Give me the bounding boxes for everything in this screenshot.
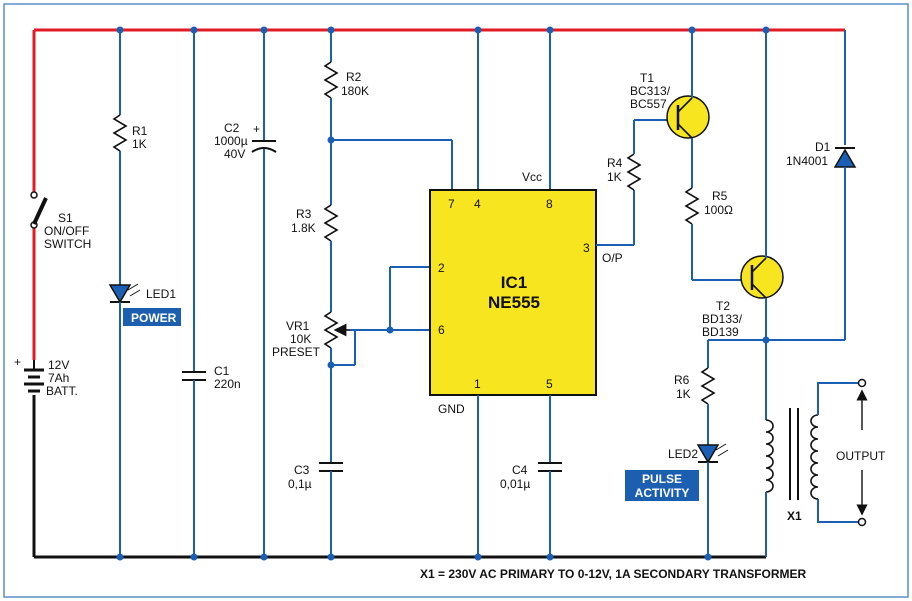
t2-part-2: BD139	[702, 325, 739, 339]
ic-ne555: IC1 NE555 7 4 8 2 6 3 1 5 Vcc O/P GND C4…	[429, 30, 623, 557]
r6-name: R6	[674, 373, 690, 387]
timing-chain: R2 180K R3 1.8K VR1 10K PRESET C3 0,1µ	[272, 30, 453, 557]
pin-5: 5	[546, 377, 553, 391]
c3-name: C3	[294, 463, 310, 477]
t2-part: BD133/	[702, 312, 743, 326]
x1-label: X1	[787, 509, 802, 523]
r5-value: 100Ω	[704, 203, 733, 217]
gnd-label: GND	[438, 402, 465, 416]
led2-label: LED2	[668, 447, 698, 461]
t1-part: BC313/	[630, 84, 671, 98]
vr1-type: PRESET	[272, 345, 321, 359]
c3-value: 0,1µ	[288, 477, 312, 491]
r6-led2-branch: R6 1K LED2 PULSE ACTIVITY	[625, 340, 729, 557]
c2-value: 1000µ	[214, 134, 248, 148]
c1-name: C1	[214, 364, 230, 378]
junction-dots	[116, 26, 770, 561]
c4-name: C4	[512, 463, 528, 477]
vr1-value: 10K	[290, 332, 311, 346]
power-tag	[123, 308, 181, 326]
c2-plus: +	[253, 122, 260, 136]
output-label: OUTPUT	[836, 449, 886, 463]
c1-value: 220n	[214, 377, 241, 391]
pin-1: 1	[474, 377, 481, 391]
pulse-tag-line1: PULSE	[642, 472, 682, 486]
ic-part: NE555	[488, 293, 540, 312]
op-label: O/P	[602, 251, 623, 265]
c2-name: C2	[224, 121, 240, 135]
t1-part-2: BC557	[630, 97, 667, 111]
r5-name: R5	[712, 189, 728, 203]
t1-name: T1	[640, 71, 654, 85]
r6-value: 1K	[676, 387, 691, 401]
r4-value: 1K	[607, 170, 622, 184]
t2-name: T2	[716, 299, 730, 313]
r2-name: R2	[346, 70, 362, 84]
transformer-x1: OUTPUT X1	[765, 378, 886, 557]
capacitor-c2: + C2 1000µ 40V	[214, 30, 277, 557]
r1-led1-branch: R1 1K LED1 POWER	[108, 30, 181, 557]
positive-rail	[32, 28, 845, 360]
capacitor-c1: C1 220n	[182, 30, 241, 557]
vr1-name: VR1	[286, 319, 310, 333]
switch-s1: S1 ON/OFF SWITCH	[30, 191, 91, 251]
battery: + 12V 7Ah BATT.	[14, 355, 78, 398]
s1-label-2: ON/OFF	[44, 224, 89, 238]
r1-name: R1	[132, 124, 148, 138]
ground-rail	[32, 395, 766, 559]
c4-value: 0,01µ	[500, 477, 530, 491]
frame-border	[3, 3, 909, 598]
footnote: X1 = 230V AC PRIMARY TO 0-12V, 1A SECOND…	[420, 567, 807, 581]
pin-2: 2	[438, 261, 445, 275]
pin-3: 3	[583, 241, 590, 255]
pulse-tag-line2: ACTIVITY	[635, 486, 690, 500]
pulse-activity-tag	[625, 470, 699, 501]
ic-name: IC1	[501, 273, 527, 292]
c2-voltage: 40V	[224, 147, 245, 161]
r3-value: 1.8K	[291, 221, 316, 235]
s1-label-3: SWITCH	[44, 237, 91, 251]
r1-value: 1K	[132, 137, 147, 151]
r2-value: 180K	[341, 84, 369, 98]
r3-name: R3	[296, 207, 312, 221]
pin-6: 6	[438, 323, 445, 337]
power-tag-text: POWER	[131, 311, 177, 325]
batt-label-3: BATT.	[46, 384, 78, 398]
vcc-label: Vcc	[522, 170, 542, 184]
batt-label-1: 12V	[48, 358, 69, 372]
pin-7: 7	[448, 197, 455, 211]
s1-label: S1	[58, 211, 73, 225]
battery-plus: +	[14, 355, 21, 369]
driver-stage: R4 1K T1 BC313/ BC557 R5 100Ω T2 BD133/ …	[596, 30, 784, 420]
d1-name: D1	[815, 140, 831, 154]
ic-body	[429, 189, 597, 396]
d1-part: 1N4001	[786, 154, 828, 168]
led1-label: LED1	[146, 287, 176, 301]
r4-name: R4	[607, 156, 623, 170]
pin-4: 4	[474, 197, 481, 211]
batt-label-2: 7Ah	[48, 371, 69, 385]
pin-8: 8	[546, 197, 553, 211]
diode-d1: D1 1N4001	[708, 30, 857, 341]
